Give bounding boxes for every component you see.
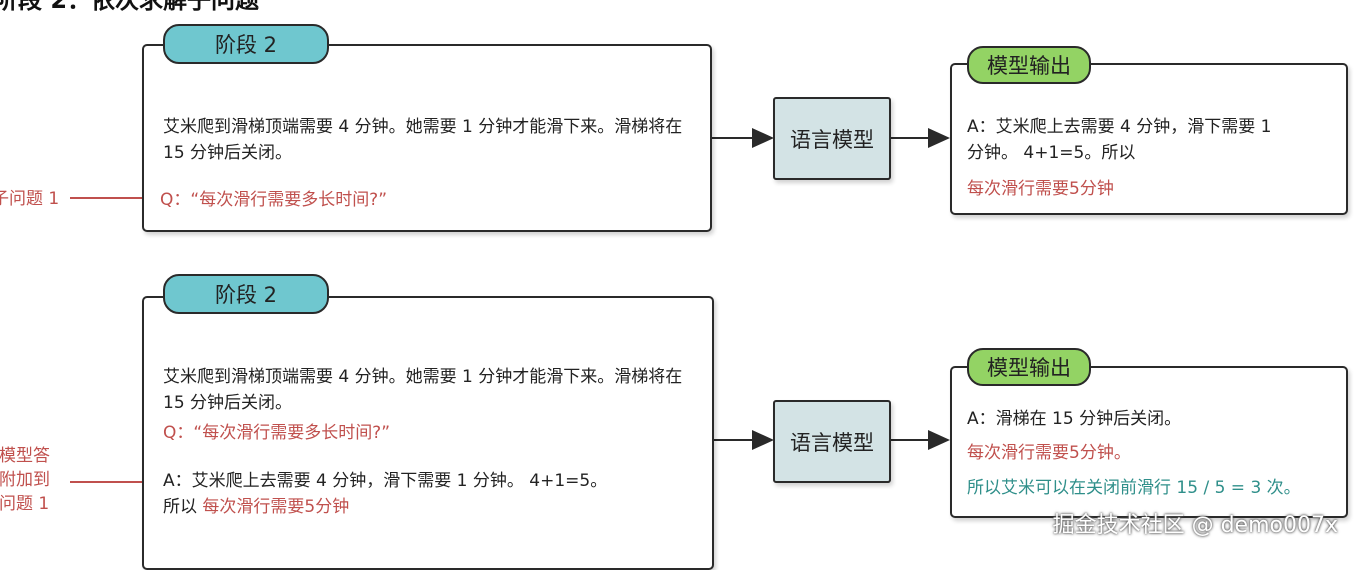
language-model-box-2: 语言模型	[773, 400, 891, 483]
output-pill-2: 模型输出	[967, 348, 1091, 386]
stage-input-box-1	[142, 44, 712, 232]
appended-line-2: 所以 每次滑行需要5分钟	[163, 494, 683, 520]
appended-highlight-2: 每次滑行需要5分钟	[202, 497, 350, 517]
language-model-box-1: 语言模型	[773, 97, 891, 180]
answer-text-2: A：滑梯在 15 分钟后关闭。	[967, 409, 1182, 429]
stage-pill-1: 阶段 2	[163, 24, 329, 64]
watermark: 掘金技术社区 @ demo007x	[1052, 513, 1338, 538]
side-label-1: 子问题 1	[0, 189, 60, 209]
appended-answer-2: A：艾米爬上去需要 4 分钟，滑下需要 1 分钟。 4+1=5。	[163, 471, 608, 491]
question-text-2: Q：“每次滑行需要多长时间?”	[163, 423, 391, 443]
problem-text-2: 艾米爬到滑梯顶端需要 4 分钟。她需要 1 分钟才能滑下来。滑梯将在 15 分钟…	[163, 367, 683, 413]
output-pill-1: 模型输出	[967, 46, 1091, 84]
section-heading: 阶段 2：依次求解子问题	[0, 0, 260, 14]
stage-pill-2: 阶段 2	[163, 274, 329, 314]
stage-input-box-2	[142, 296, 714, 570]
appended-prefix-2: 所以	[163, 497, 197, 517]
answer-text-1: A：艾米爬上去需要 4 分钟，滑下需要 1 分钟。 4+1=5。所以	[967, 117, 1272, 163]
answer-highlight-2: 每次滑行需要5分钟。	[967, 443, 1131, 463]
question-text-1: Q：“每次滑行需要多长时间?”	[160, 190, 388, 210]
side-label-2: 将模型答案附加到子问题 1	[0, 446, 50, 514]
model-output-box-1	[950, 63, 1348, 215]
model-output-box-2	[950, 366, 1348, 518]
connector-lines	[70, 128, 950, 483]
problem-text-1: 艾米爬到滑梯顶端需要 4 分钟。她需要 1 分钟才能滑下来。滑梯将在 15 分钟…	[163, 117, 683, 163]
answer-final-2: 所以艾米可以在关闭前滑行 15 / 5 = 3 次。	[967, 478, 1301, 498]
answer-highlight-1: 每次滑行需要5分钟	[967, 179, 1114, 199]
